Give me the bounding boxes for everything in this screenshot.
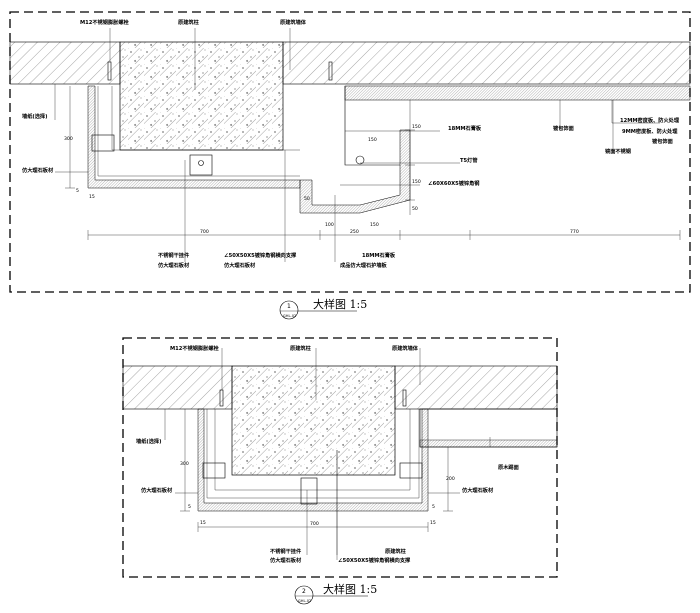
detail-number: 1 — [287, 303, 291, 310]
light-trough — [299, 129, 411, 214]
dim-150: 150 — [368, 137, 377, 143]
dim-100: 100 — [325, 222, 334, 228]
building-column — [231, 365, 396, 476]
dimension-line — [197, 522, 429, 532]
label-wall: 原建筑墙体 — [280, 18, 307, 26]
detail-1-title: 1 GHL-02 大样图 1:5 — [279, 297, 367, 320]
dim-150: 150 — [412, 179, 421, 185]
label-angle60: ∠60X60X5镀锌角钢 — [428, 179, 479, 187]
dim-700: 700 — [310, 521, 319, 527]
bolt-icon — [107, 61, 112, 81]
hanger-bracket-bottom — [189, 154, 213, 176]
hanger-bracket-right — [399, 462, 423, 479]
dim-15: 15 — [89, 194, 95, 200]
detail-title: 大样图 1:5 — [323, 582, 377, 596]
detail-number: 2 — [302, 588, 306, 595]
label-wall: 原建筑墙体 — [392, 344, 419, 352]
dim-300: 300 — [64, 136, 73, 142]
bolt-icon — [328, 61, 333, 81]
ceiling-panel — [344, 85, 691, 101]
label-paint-finish-2: 镀包饰面 — [652, 137, 673, 145]
label-gypsum-top: 18MM石膏板 — [448, 124, 482, 132]
bolt-icon — [219, 389, 224, 407]
hanger-bracket-left — [91, 134, 115, 152]
building-column — [119, 41, 284, 151]
label-marble-bottom-2: 仿大理石板材 — [224, 261, 256, 269]
sheet-ref: GHL-02 — [283, 314, 296, 318]
label-bolt: M12不锈钢膨胀螺栓 — [170, 344, 220, 352]
dim-250: 250 — [350, 229, 359, 235]
label-marble-left: 仿大理石板材 — [22, 166, 54, 174]
dim-300: 300 — [180, 461, 189, 467]
label-hanger: 不锈钢干挂件 — [158, 251, 190, 259]
dim-15: 15 — [430, 520, 436, 526]
dim-700: 700 — [200, 229, 209, 235]
detail-2-title: 2 GHL-02 大样图 1:5 — [294, 582, 377, 605]
label-hanger: 不锈钢干挂件 — [270, 547, 302, 555]
label-angle50: ∠50X50X5镀锌角钢横向支撑 — [338, 556, 411, 564]
dim-50: 50 — [412, 206, 418, 212]
detail-1: M12不锈钢膨胀螺栓 原建筑柱 原建筑墙体 墙纸(选择) 仿大理石板材 18MM… — [9, 11, 691, 320]
hanger-bracket-left — [202, 462, 226, 479]
dim-5: 5 — [188, 504, 191, 510]
dim-15: 15 — [200, 520, 206, 526]
label-marble-left: 仿大理石板材 — [141, 486, 173, 494]
detail-2-frame — [122, 337, 558, 578]
dim-5: 5 — [432, 504, 435, 510]
sheet-ref: GHL-02 — [298, 599, 311, 603]
detail-2: M12不锈钢膨胀螺栓 原建筑柱 原建筑墙体 墙纸(选择) 仿大理石板材 仿大理石… — [122, 337, 558, 605]
label-wallpaper: 墙纸(选择) — [22, 112, 48, 120]
wall-left — [122, 365, 233, 410]
label-mdf12: 12MM密度板、防火处理 — [620, 116, 680, 124]
dim-5: 5 — [76, 188, 79, 194]
label-angle50: ∠50X50X5镀锌角钢横向支撑 — [224, 251, 297, 259]
label-column: 原建筑柱 — [290, 344, 312, 352]
label-wall-panel: 成品仿大理石护墙板 — [340, 261, 388, 269]
hanger-bracket-bottom — [300, 477, 318, 505]
label-gypsum-bottom: 18MM石膏板 — [362, 251, 396, 259]
dimension-line — [87, 230, 681, 240]
leader-lines — [164, 348, 491, 560]
bolt-icon — [402, 389, 407, 407]
label-mdf9: 9MM密度板、防火处理 — [622, 127, 678, 135]
leader-lines — [54, 28, 660, 262]
label-t5: T5灯管 — [460, 156, 478, 164]
t5-lamp-icon — [355, 155, 365, 165]
label-paint-finish: 镀包饰面 — [553, 124, 574, 132]
label-mirror-steel: 镜面不锈钢 — [605, 147, 631, 155]
label-marble-bottom-1: 仿大理石板材 — [158, 261, 190, 269]
label-wallpaper: 墙纸(选择) — [136, 437, 162, 445]
detail-title: 大样图 1:5 — [313, 297, 367, 311]
dim-200: 200 — [446, 476, 455, 482]
dim-770: 770 — [570, 229, 579, 235]
label-column: 原建筑柱 — [178, 18, 200, 26]
label-column-bottom: 原建筑柱 — [385, 547, 407, 555]
detail-marker-icon — [294, 585, 314, 605]
dim-150: 150 — [412, 124, 421, 130]
dim-50: 50 — [304, 196, 310, 202]
wall-right — [394, 365, 558, 410]
label-wood-skirting: 原木踢面 — [498, 463, 519, 471]
detail-marker-icon — [279, 300, 299, 320]
wall-left — [9, 41, 121, 85]
label-marble-bottom: 仿大理石板材 — [270, 556, 302, 564]
label-bolt: M12不锈钢膨胀螺栓 — [80, 18, 130, 26]
wall-right — [282, 41, 691, 85]
dim-150: 150 — [370, 222, 379, 228]
detail-1-frame — [9, 11, 691, 293]
label-marble-right: 仿大理石板材 — [462, 486, 494, 494]
